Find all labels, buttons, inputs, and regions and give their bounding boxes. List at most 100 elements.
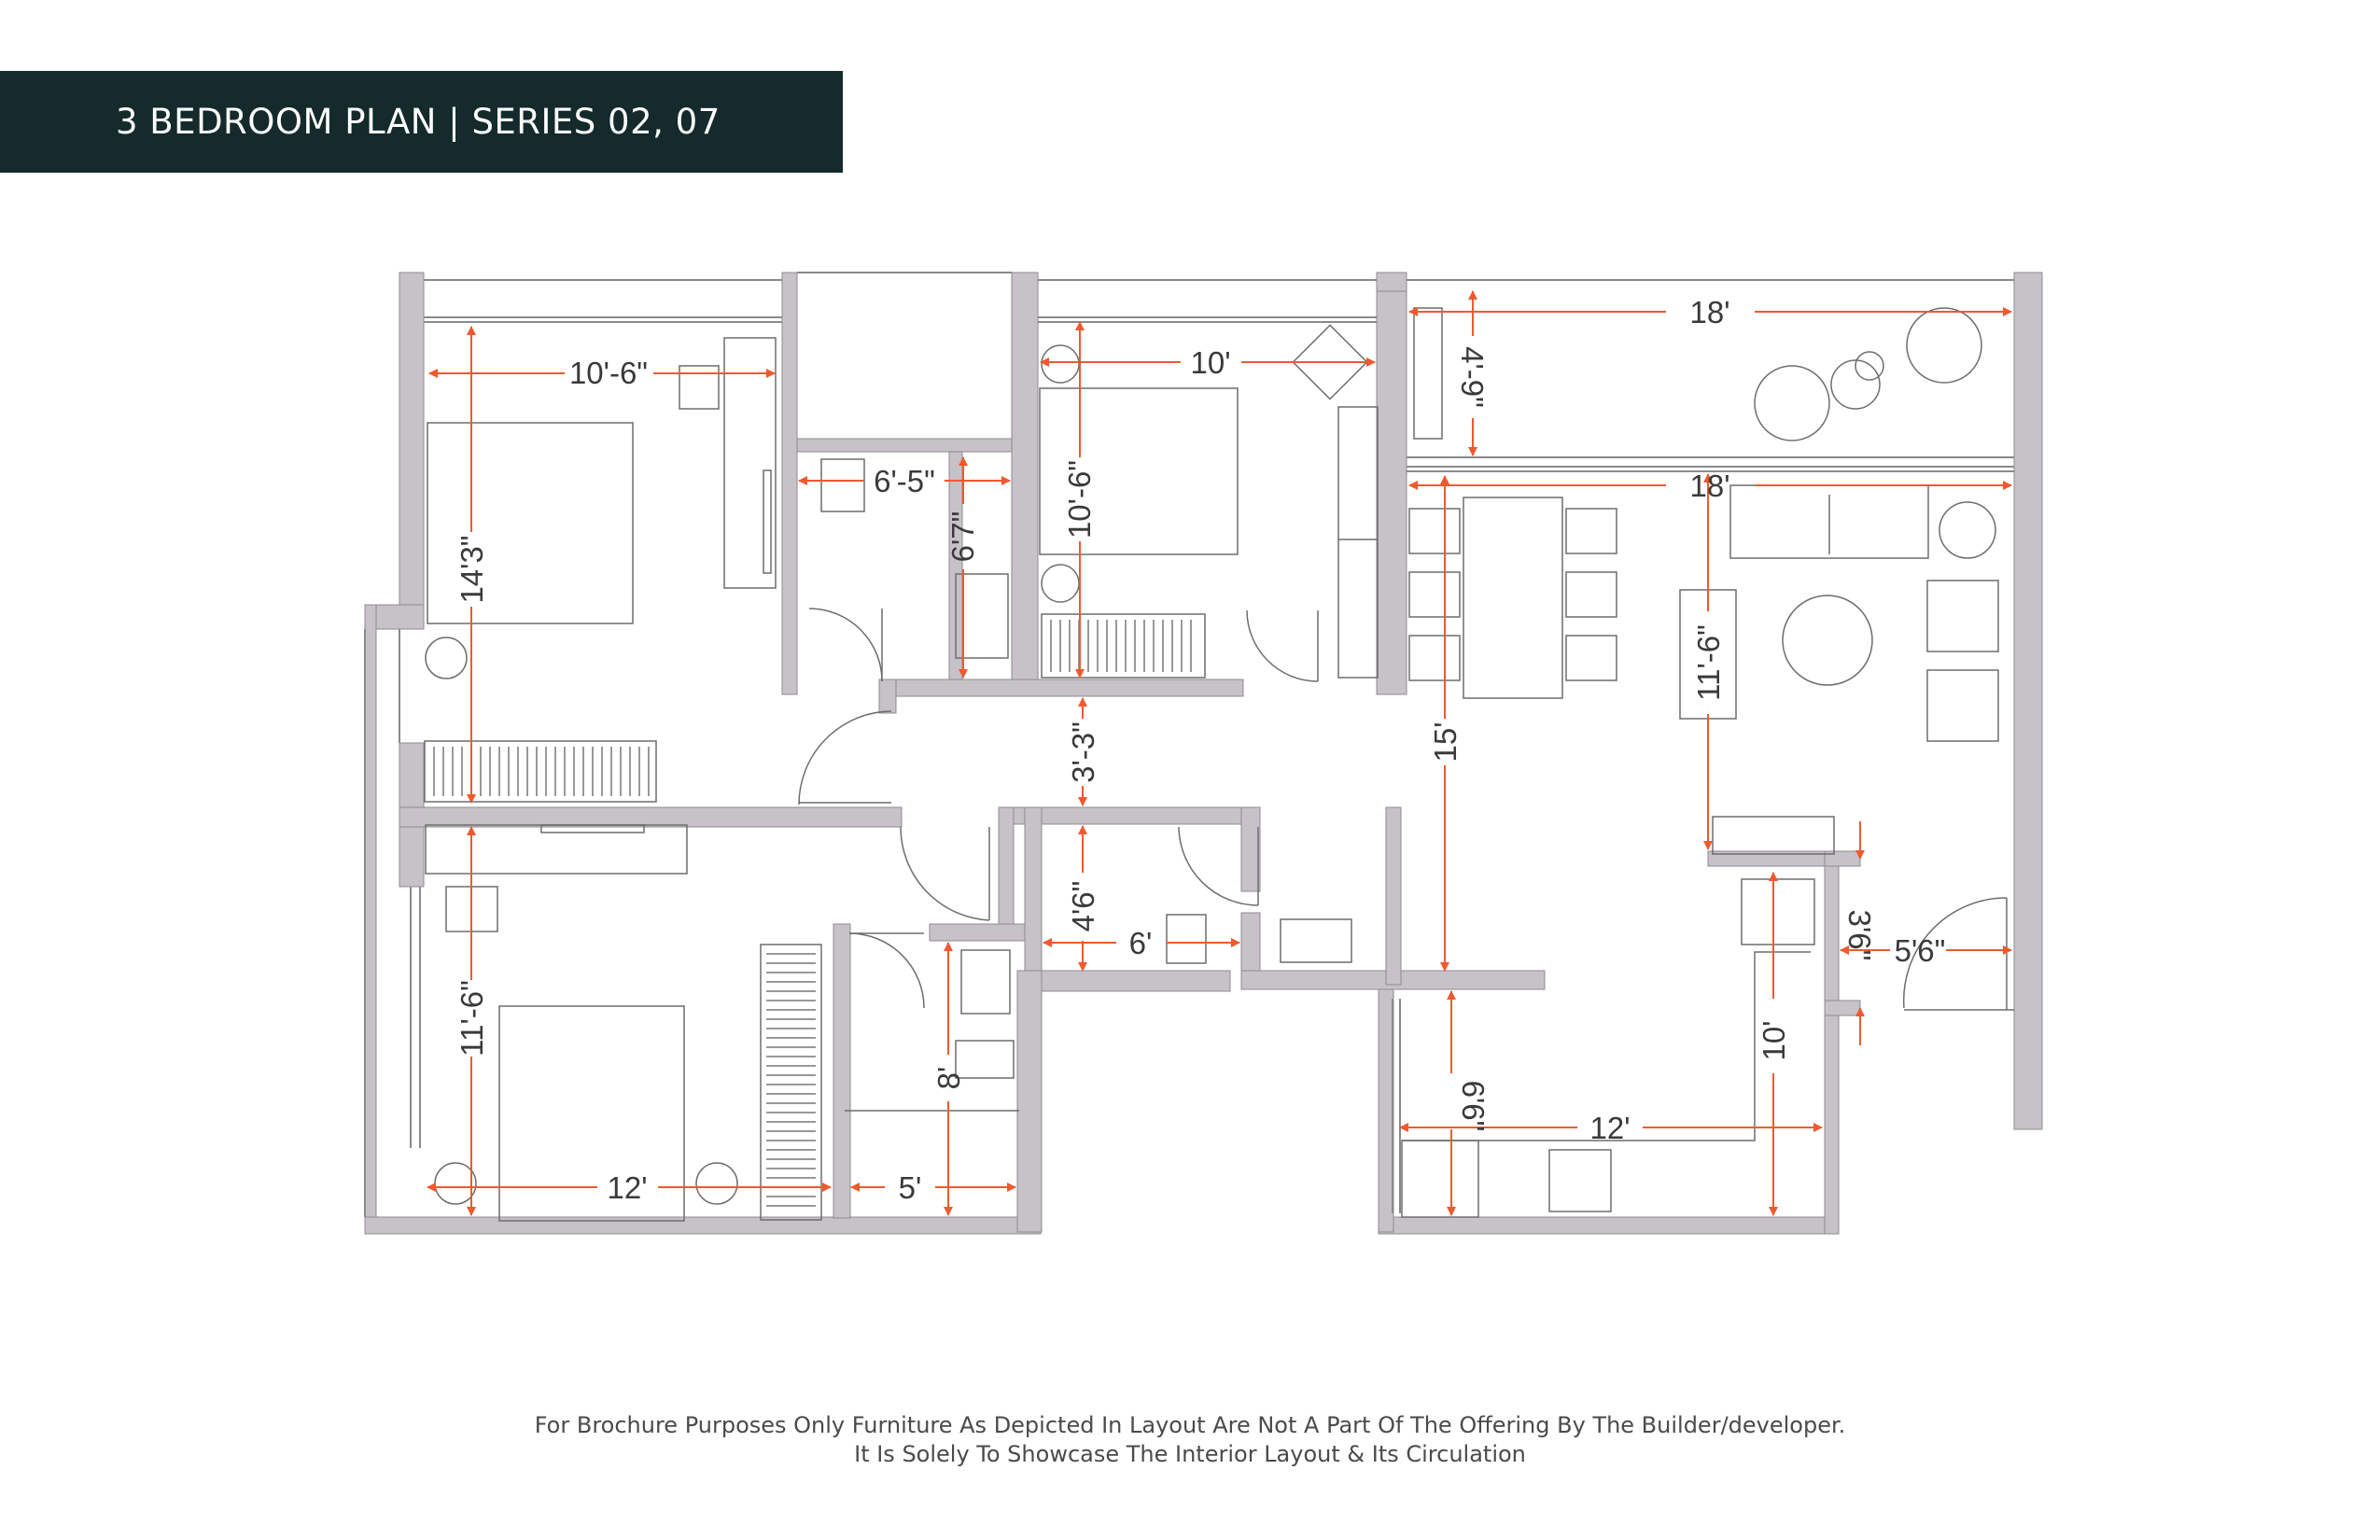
wall — [2013, 272, 2043, 1130]
wall — [1378, 1216, 1829, 1235]
wardrobe-icon — [1041, 613, 1206, 679]
disclaimer-line: It Is Solely To Showcase The Interior La… — [854, 1441, 1526, 1467]
dimension-label: 4'-9" — [1455, 346, 1490, 408]
study-chair-icon — [1292, 324, 1368, 400]
armchair-icon — [1926, 580, 1999, 652]
chair-icon — [1565, 571, 1617, 618]
chair-icon — [1565, 508, 1617, 554]
dimension-label: 11'-6" — [1691, 624, 1726, 701]
bed-icon — [427, 422, 634, 624]
wall — [1824, 1000, 1861, 1016]
dimension-label: 11'-6" — [455, 980, 489, 1057]
dimension-label: 6'7" — [945, 511, 980, 563]
wall — [796, 438, 1013, 453]
balcony-chair-icon — [1906, 307, 1982, 384]
lamp-icon — [434, 1162, 477, 1205]
wall — [399, 272, 425, 619]
wall — [1376, 272, 1407, 695]
dimension-label: 10' — [1757, 1020, 1791, 1060]
dimension-lines — [427, 290, 2012, 1216]
door-swing — [1178, 826, 1259, 906]
wardrobe-hangers — [1050, 620, 1192, 672]
wall — [833, 923, 851, 1219]
dimension-label: 10'-6" — [569, 356, 648, 390]
plan-title: 3 BEDROOM PLAN | SERIES 02, 07 — [116, 102, 721, 142]
chair-icon — [1408, 635, 1461, 681]
wall — [998, 806, 1015, 928]
walls — [364, 272, 2043, 1235]
bed-icon — [498, 1005, 685, 1222]
bed-icon — [1039, 387, 1239, 555]
dimension-label: 18' — [1689, 295, 1729, 329]
wall — [364, 1216, 1042, 1235]
desk-drawer-icon — [763, 469, 772, 574]
washbasin-icon — [960, 949, 1011, 1015]
lamp-icon — [1041, 564, 1080, 603]
washbasin-icon — [955, 573, 1009, 659]
wardrobe-icon — [424, 740, 657, 803]
door-swing — [808, 608, 883, 682]
fridge-icon — [1741, 878, 1815, 945]
door-swing — [1246, 609, 1319, 682]
wall — [1016, 970, 1043, 1233]
wall — [878, 679, 897, 714]
wardrobe-icon — [1337, 406, 1379, 679]
dimension-label: 18' — [1689, 469, 1729, 503]
door-swing — [1902, 897, 2008, 1009]
balcony-chair-icon — [1754, 365, 1830, 441]
dining-table-icon — [1463, 497, 1563, 699]
wall — [364, 604, 377, 1233]
dimension-label: 8' — [931, 1067, 966, 1090]
balcony-stool-icon — [1855, 351, 1884, 381]
dimension-label: 10'-6" — [1062, 460, 1097, 539]
chair-icon — [1565, 635, 1617, 681]
chair-icon — [1408, 508, 1461, 554]
counter-icon — [1401, 1140, 1479, 1218]
armchair-icon — [1926, 669, 1999, 742]
dimension-label: 4'6" — [1066, 881, 1100, 932]
door-swing — [848, 932, 925, 1009]
wardrobe-hangers — [433, 747, 650, 796]
door-swing — [900, 826, 990, 921]
wc-icon — [820, 458, 865, 512]
dimension-label: 14'3" — [455, 535, 489, 603]
study-desk-icon — [723, 337, 777, 589]
washbasin-icon — [1280, 918, 1352, 963]
coffee-table-icon — [1782, 595, 1873, 686]
wall — [1824, 850, 1840, 1235]
balcony-table-icon — [1830, 359, 1881, 410]
wardrobe-hangers — [766, 953, 816, 1207]
dimension-label: 3'6" — [1842, 910, 1877, 961]
sink-icon — [1548, 1149, 1612, 1212]
lamp-icon — [695, 1162, 738, 1205]
side-table-icon — [1939, 501, 1996, 559]
dimension-label: 6' — [1129, 926, 1153, 960]
wall — [399, 806, 903, 828]
chair-icon — [1408, 571, 1461, 618]
title-banner: 3 BEDROOM PLAN | SERIES 02, 07 — [0, 71, 843, 173]
wardrobe-icon — [760, 944, 822, 1221]
shoe-rack-icon — [1712, 816, 1835, 855]
dimension-label: 10' — [1190, 345, 1230, 380]
dimension-label: 15' — [1428, 721, 1463, 762]
lamp-icon — [1041, 344, 1080, 384]
planter-icon — [1413, 307, 1443, 440]
desk-drawer-icon — [540, 824, 645, 833]
dimension-label: 6'-5" — [874, 464, 935, 498]
wall — [1024, 806, 1043, 995]
wall — [781, 272, 798, 695]
wall — [1240, 912, 1261, 972]
wall — [1385, 806, 1402, 986]
door-swing — [798, 710, 892, 805]
wall — [1011, 272, 1039, 680]
dimension-label: 3'-3" — [1066, 721, 1100, 783]
wc-icon — [1166, 914, 1207, 964]
dimension-label: 12' — [607, 1170, 647, 1205]
dimension-label: 5'6" — [1895, 933, 1946, 968]
wall — [929, 923, 1026, 942]
disclaimer: For Brochure Purposes Only Furniture As … — [0, 1411, 2380, 1469]
dimension-label: 6'6" — [1456, 1081, 1491, 1132]
wall — [1378, 988, 1394, 1233]
furniture — [424, 307, 1999, 1222]
